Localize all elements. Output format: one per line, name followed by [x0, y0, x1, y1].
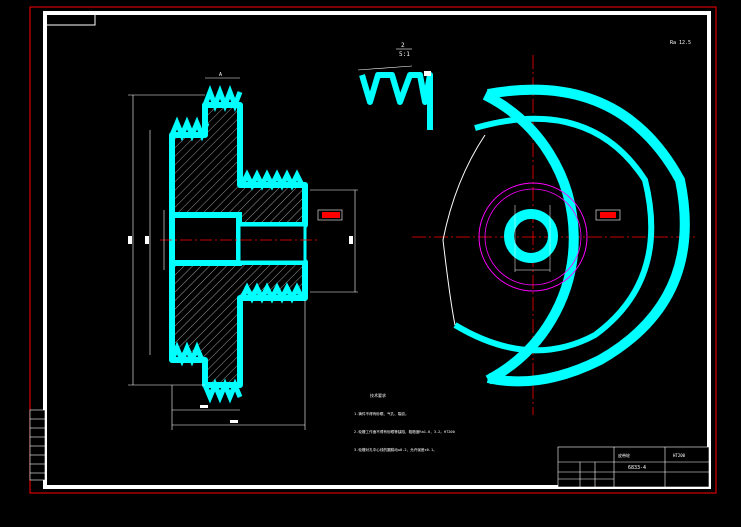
dimension-lines: [128, 77, 358, 430]
hub-bottom-grooves: [239, 282, 305, 304]
outer-rim-arc: [482, 90, 579, 385]
front-tag-frame: [595, 209, 621, 221]
web-outline: [442, 134, 486, 326]
top-grooves: [202, 85, 243, 112]
detail-scale-den: 5:1: [399, 51, 410, 58]
inner-frame: [43, 11, 711, 489]
roughness-note: Ra 12.5: [670, 40, 691, 46]
outer-frame: [29, 6, 717, 494]
drawing-number-box: [44, 12, 96, 26]
groove-profile: [359, 72, 433, 130]
bore-ring: [504, 209, 558, 263]
detail-scale-num: 2: [401, 42, 405, 49]
inner-rim-arc: [453, 115, 655, 354]
hub-top-grooves: [239, 169, 305, 191]
title-drawing-no: 6833-4: [628, 465, 646, 471]
technical-requirements: 技术要求 1.铸件不得有砂眼、气孔、裂纹。 2.轮槽工作面不得有砂眼等缺陷，粗糙…: [354, 392, 455, 452]
title-material: HT200: [673, 453, 686, 458]
tech-req-title: 技术要求: [370, 392, 386, 398]
outer-rim-arc-main: [486, 84, 690, 387]
bore-section: [169, 212, 242, 266]
tech-req-item-1: 1.铸件不得有砂眼、气孔、裂纹。: [354, 411, 409, 416]
dimension-values: [128, 236, 353, 423]
tech-req-item-3: 3.轮槽对孔中心线的圆跳动≤0.2，允许误差±0.1。: [354, 447, 437, 452]
shaft-section: [237, 223, 307, 264]
section-view: A: [128, 72, 358, 430]
lower-left-grooves: [169, 341, 205, 367]
section-tag-frame: [317, 209, 343, 221]
section-label: A: [219, 72, 222, 78]
title-block: [557, 446, 710, 488]
upper-left-grooves: [169, 116, 210, 142]
front-view: Ra 12.5: [412, 40, 697, 415]
tech-req-item-2: 2.轮槽工作面不得有砂眼等缺陷，粗糙度Ra1.6，3.2。HT200: [354, 429, 455, 434]
left-revision-table: [29, 409, 46, 481]
title-part-name: 皮带轮: [618, 452, 630, 458]
groove-detail: 2 5:1: [357, 42, 433, 130]
front-tag: [600, 212, 616, 218]
pitch-circle: [478, 182, 588, 292]
bottom-grooves: [202, 378, 243, 404]
hub-circle: [484, 188, 582, 286]
section-tag: [322, 212, 340, 218]
